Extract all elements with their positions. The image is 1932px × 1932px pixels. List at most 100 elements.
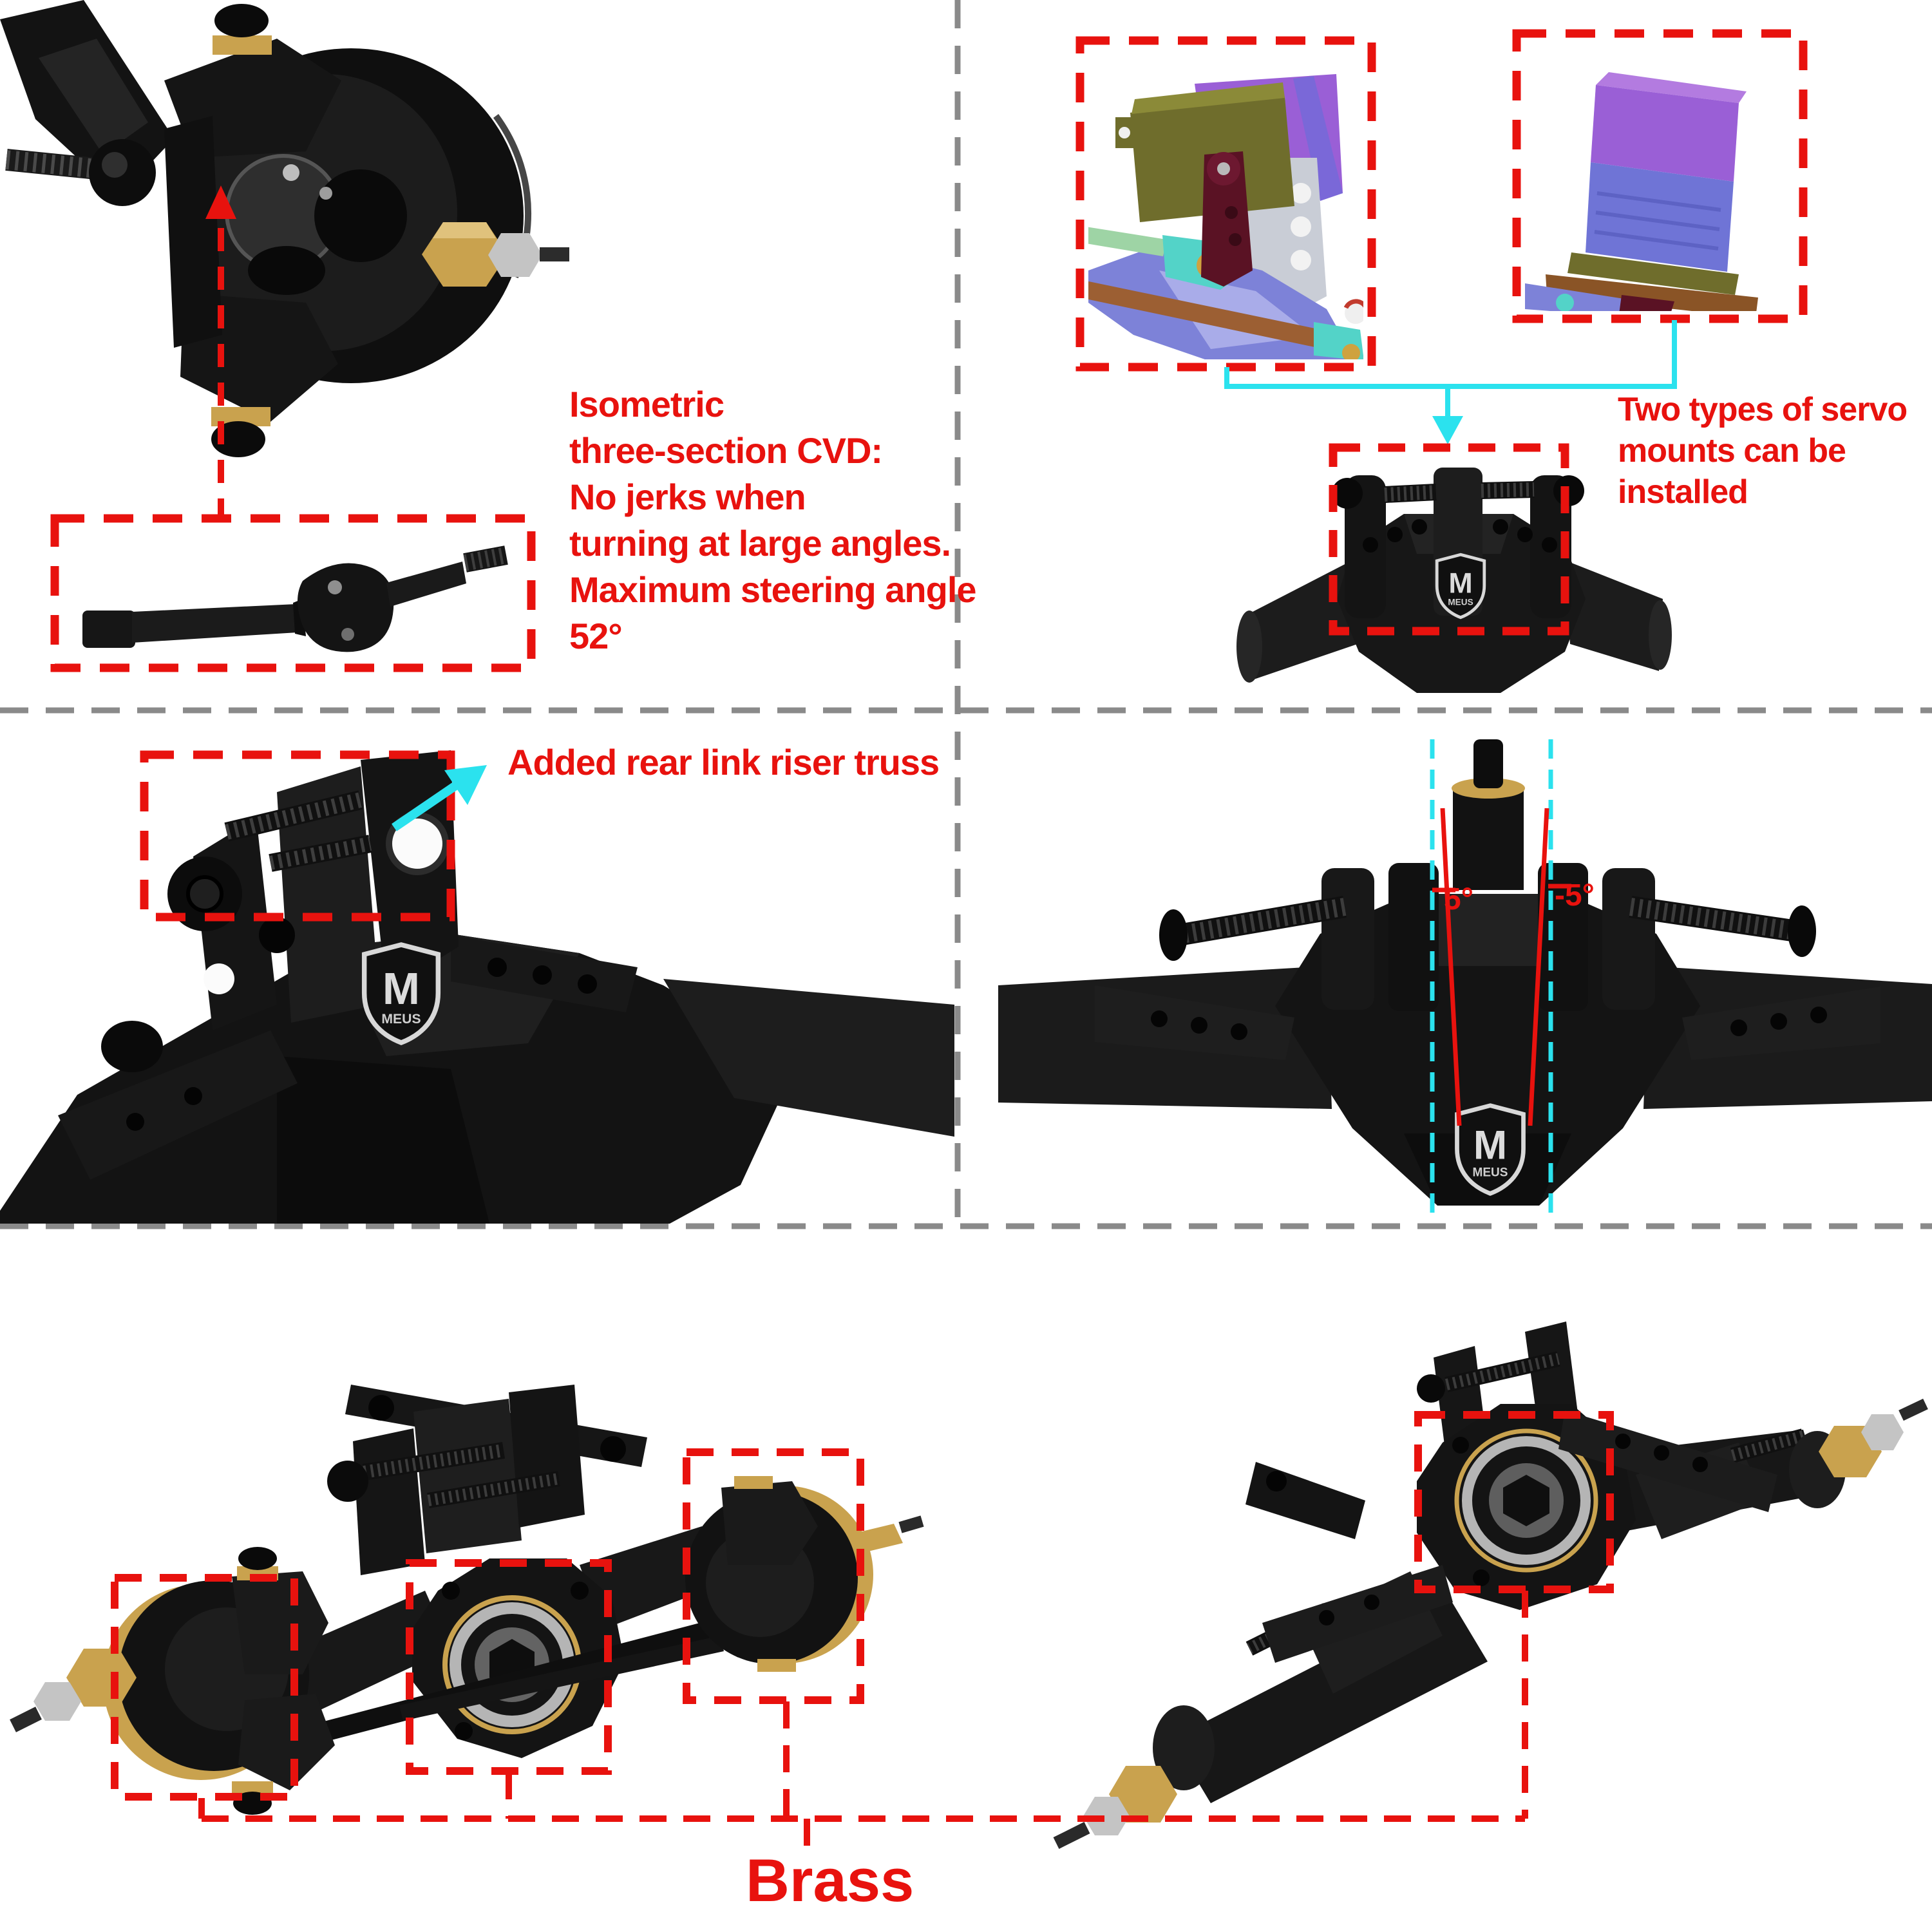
grid-dividers (0, 0, 1932, 1229)
stub-thread-2 (898, 1515, 924, 1533)
cvd-pin (283, 164, 299, 181)
annotation-line: turning at large angles. (569, 523, 951, 564)
panel-bottom-left-front-axle (10, 1385, 924, 1815)
screw-thread-ribs (5, 150, 98, 178)
rod-end-gold-2 (1342, 344, 1360, 359)
bracket-hole-2 (1291, 216, 1311, 237)
cvd-stub-axle (386, 562, 466, 607)
red-arrow-up-icon (205, 185, 236, 219)
axle-tube-left (1248, 560, 1358, 681)
brass-callout-connector (198, 1591, 1528, 1856)
knuckle-link-arm-facet (39, 39, 148, 155)
axle-housing-dark-wedge (277, 1056, 489, 1224)
kingpin-brass-bottom (232, 1781, 273, 1795)
arm-hole-4 (1730, 1019, 1747, 1036)
truss-side-hole (259, 917, 295, 953)
arm-hole (488, 958, 507, 977)
drive-input-cup (1453, 787, 1524, 890)
red-dashed-box-cad-1 (1075, 36, 1376, 372)
cad-servo-mount-low (1088, 74, 1363, 359)
truss-screw-upper-ribs (225, 792, 363, 840)
bracket-bolt-2 (600, 1436, 626, 1462)
kingpin-brass-bottom-2 (757, 1659, 796, 1672)
silver-lock-nut (33, 1682, 81, 1721)
kingpin-cap-bottom (211, 421, 265, 457)
truss-center-block (277, 766, 380, 1023)
brass-hex-left (1109, 1766, 1177, 1823)
cyan-arrow-down-icon (1432, 416, 1463, 444)
servo2-housing-periwinkle (1525, 283, 1649, 311)
red-dashed-box-cad-2 (1512, 29, 1808, 323)
arm-hole-2 (1191, 1017, 1208, 1034)
riser-screw-ribs (1444, 1353, 1560, 1390)
annotation-line: No jerks when (569, 477, 806, 517)
axle-tube-right (1565, 560, 1663, 671)
arm-hole-2 (533, 965, 552, 985)
knuckle-lower-left (238, 1694, 335, 1790)
red-dashed-box-truss (140, 750, 455, 922)
clamp-right-outer (1602, 868, 1655, 1010)
arm-hole-2 (1654, 1445, 1669, 1461)
servo2-brown-mount (1546, 274, 1758, 311)
panel-top-right-servo-mounts (1075, 29, 1808, 693)
annotation-line: Maximum steering angle (569, 569, 977, 610)
annotation-cvd-text: Isometric three-section CVD: No jerks wh… (569, 381, 977, 659)
clamp-left-inner (1388, 863, 1439, 1011)
servo2-top-face (1596, 72, 1747, 103)
axle-hole-5 (1517, 527, 1533, 542)
annotation-riser-truss-text: Added rear link riser truss (507, 742, 940, 782)
cyan-bracket-line (1224, 320, 1677, 389)
screw-oring-left (1159, 909, 1188, 961)
servo2-rib-2 (1595, 211, 1720, 231)
red-angle-line-right (1528, 808, 1549, 1126)
silver-nut-left (1083, 1797, 1130, 1835)
truss-through-hole (389, 815, 446, 872)
flat-link-bar (1245, 1462, 1365, 1539)
thread-tip-left (1053, 1822, 1090, 1849)
knuckle-upper-left (232, 1571, 328, 1674)
tie-rod-brown (1088, 281, 1346, 353)
bracket-hole (1291, 183, 1311, 204)
servo-horn-darkred (1201, 151, 1253, 287)
arm-hole-4 (126, 1113, 144, 1131)
truss-plate-right (509, 1385, 585, 1528)
clamp-thread-right-ribs (1730, 1430, 1805, 1461)
clamp-screw-cap-left (1332, 478, 1363, 509)
truss-side-hole-2 (204, 963, 234, 994)
cvd-shaft-callout (50, 514, 536, 672)
cvd-shaft-bone (132, 604, 298, 643)
axle-hole-3 (1412, 519, 1427, 535)
caster-angle-annotation: 5° -5° (1430, 739, 1595, 1216)
cyan-arrow-icon (444, 765, 487, 805)
truss-screw-ribs (363, 1444, 505, 1479)
panel-top-left-cvd-photo (0, 0, 569, 522)
truss-plate-left (353, 1428, 425, 1575)
annotation-line: mounts can be (1618, 432, 1846, 469)
annotation-line: Isometric (569, 384, 724, 424)
axle-hole-6 (1542, 537, 1557, 553)
servo-face-top (1132, 82, 1285, 114)
cvd-lower-shadow (248, 246, 325, 295)
angle-label-right: -5° (1555, 878, 1595, 913)
link-boss (101, 1021, 163, 1072)
servo-horn-screw (1217, 162, 1230, 175)
knuckle-web (164, 116, 222, 348)
arm-hole-5 (1364, 1595, 1379, 1610)
silver-nut-right (1861, 1414, 1904, 1450)
link-bar-bolt (1266, 1471, 1287, 1492)
truss-screw-lower-ribs (269, 837, 372, 870)
clamp-screw-left-ribs (1177, 898, 1347, 944)
cvd-shaft-square-end (82, 611, 135, 648)
diff-screw-3 (455, 1722, 473, 1740)
brass-hex-highlight (433, 222, 496, 238)
axle-lower-arm (58, 1030, 298, 1180)
knuckle-upper-right (721, 1481, 818, 1565)
arm-hole-6 (1810, 1007, 1827, 1023)
brand-shield-logo (1457, 1106, 1523, 1194)
lower-arm-holes (1262, 1565, 1453, 1663)
diff-screw-3 (1473, 1569, 1490, 1586)
diff-hex-head (1503, 1475, 1549, 1526)
axle-hole-4 (1493, 519, 1508, 535)
annotation-line: installed (1618, 473, 1748, 511)
